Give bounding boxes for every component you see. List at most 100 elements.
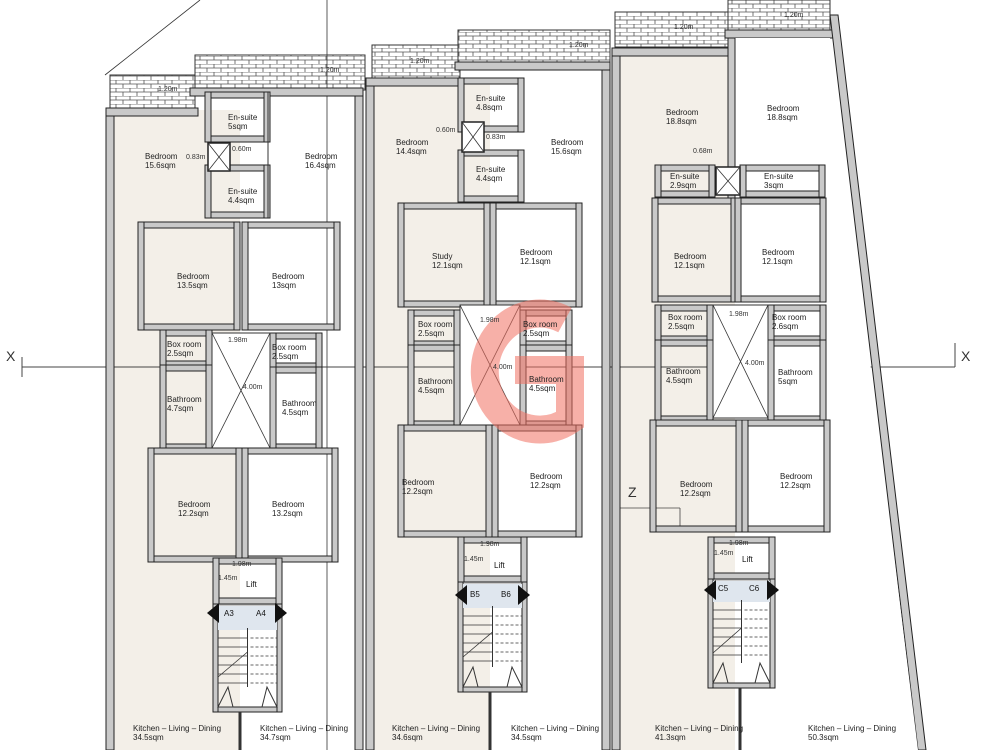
wall [489,202,497,308]
dimension-label: 1.98m [480,541,500,548]
room-area: 3sqm [764,181,784,190]
dimension-label: 1.98m [228,337,248,344]
wall [159,364,167,451]
dimension-label: 1.20m [158,86,178,93]
wall [241,447,249,563]
section-label-z: Z [628,484,637,500]
room-name: Kitchen – Living – Dining [655,724,744,733]
wall [457,149,465,203]
room-area: 15.6sqm [551,147,582,156]
stair-tag: C5 [718,584,729,593]
wall [724,29,836,39]
wall [315,366,323,451]
wall [241,221,341,229]
wall [601,61,611,750]
wall [769,578,776,689]
room-name: Box room [772,313,807,322]
wall [707,682,776,689]
room-area: 2.5sqm [523,329,550,338]
wall [269,366,323,374]
dimension-label: 1.20m [320,67,340,74]
section-label-x-right: X [961,348,971,364]
wall [739,164,826,172]
dimension-label: 1.20m [674,24,694,31]
wall [397,424,405,538]
wall [397,202,491,210]
wall [137,323,241,331]
room-area: 5sqm [778,377,798,386]
wall [649,419,657,533]
wall [654,164,716,172]
room-area: 13sqm [272,281,297,290]
wall [397,202,405,308]
room-name: Box room [418,320,453,329]
dimension-label: 1.20m [410,58,430,65]
wall [739,164,747,198]
dimension-label: 0.68m [693,148,713,155]
section-marker-icon [767,580,779,600]
room-area: 12.2sqm [530,481,561,490]
wall [453,344,461,428]
room-area: 4.5sqm [666,376,693,385]
section-marker-icon [275,603,287,623]
dimension-label: 0.60m [232,146,252,153]
wall [105,107,199,117]
room-name: Kitchen – Living – Dining [260,724,349,733]
wall [818,164,826,198]
wall [241,447,339,455]
wall [767,339,827,347]
wall [457,77,525,85]
wall [407,309,415,348]
room-name: Bedroom [178,500,211,509]
room-name: Bathroom [666,367,701,376]
wall [654,304,714,312]
room-name: En-suite [228,113,258,122]
wall [651,197,659,303]
room-area: 13.5sqm [177,281,208,290]
dimension-label: 1.20m [569,42,589,49]
wall [354,87,364,750]
wall [491,424,499,538]
room-area: 16.4sqm [305,161,336,170]
stair-landing [218,606,277,630]
shaft-cross-line [461,121,485,153]
stair-tag: B6 [501,590,511,599]
room-area: 50.3sqm [808,733,839,742]
lift-label: Lift [246,580,257,589]
wall [739,190,826,198]
room-name: Bedroom [674,252,707,261]
room-area: 15.6sqm [145,161,176,170]
room-area: 2.5sqm [272,352,299,361]
wall [263,91,271,143]
room-area: 12.1sqm [762,257,793,266]
terrace-edge [104,0,201,76]
wall [397,530,493,538]
wall [575,202,583,308]
wall [333,221,341,331]
dimension-label: 1.45m [218,575,238,582]
room-area: 2.9sqm [670,181,697,190]
wall [407,309,461,317]
wall [520,536,528,583]
room-name: Bedroom [767,104,800,113]
room-name: Box room [167,340,202,349]
wall [517,149,525,203]
wall [137,221,145,331]
wall [397,424,493,432]
stair-corner [712,661,771,684]
